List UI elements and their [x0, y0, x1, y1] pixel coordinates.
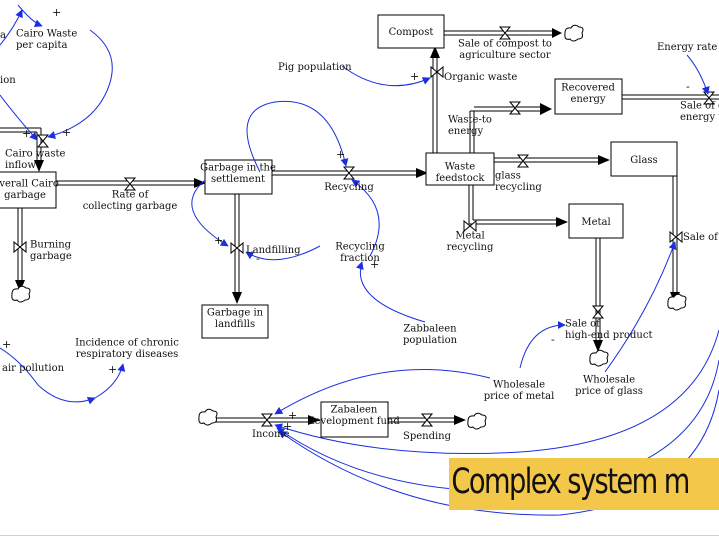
bottom-divider [0, 535, 719, 536]
polarity-plus: + [2, 338, 11, 351]
label-sale-of-energy: Sale of e...energy to th [680, 101, 719, 124]
polarity-minus: - [256, 252, 260, 265]
stock-overall-cairo-garbage [0, 171, 57, 209]
stock-garbage-in-landfills [201, 304, 269, 339]
polarity-plus: + [52, 6, 61, 19]
valves [13, 26, 716, 427]
label-glass: Glass [630, 155, 657, 166]
polarity-plus: + [370, 258, 379, 271]
label-air-pollution: air pollution [2, 363, 65, 374]
stock-boxes [0, 14, 678, 438]
label-metal: Metal [581, 217, 610, 228]
label-ion-fragment: ion [0, 75, 16, 86]
cloud-icon [589, 349, 609, 367]
stock-glass [610, 141, 678, 177]
polarity-minus: - [686, 80, 690, 93]
polarity-plus: + [62, 126, 71, 139]
stock-recovered-energy [554, 78, 623, 115]
label-compost: Compost [389, 27, 434, 38]
polarity-plus: + [288, 409, 297, 422]
clouds [11, 24, 687, 430]
label-energy-rate: Energy rate [657, 42, 717, 53]
label-recycling: Recycling [324, 182, 374, 193]
polarity-plus: + [22, 127, 31, 140]
label-pig-population: Pig population [278, 62, 352, 73]
polarity-plus: + [214, 234, 223, 247]
polarity-plus: + [410, 70, 419, 83]
caption-text: Complex system m [451, 462, 690, 502]
label-organic-waste: Organic waste [444, 72, 517, 83]
polarity-minus: - [551, 333, 555, 346]
causal-links [0, 4, 719, 516]
stock-waste-feedstock [425, 152, 495, 186]
stock-metal [568, 203, 624, 239]
stock-zabaleen-fund [320, 401, 389, 438]
cloud-icon [467, 412, 487, 430]
cloud-icon [11, 285, 31, 303]
caption-banner: Complex system m [449, 458, 719, 510]
cloud-icon [564, 24, 584, 42]
polarity-plus: + [283, 420, 292, 433]
polarity-signs: + + + + - + + - + + + - + + [2, 6, 690, 433]
cloud-icon [667, 293, 687, 311]
polarity-plus: + [108, 363, 117, 376]
flow-arrowheads [15, 28, 680, 425]
stock-compost [377, 14, 445, 49]
label-sale-of-glass: Sale of r [683, 232, 719, 243]
label-income: Income [252, 429, 289, 440]
stock-garbage-in-settlement [204, 159, 273, 195]
cloud-icon [198, 408, 218, 426]
label-spending: Spending [403, 431, 452, 442]
label-a-fragment: a [0, 30, 6, 41]
polarity-plus: + [336, 148, 345, 161]
label-landfilling: Landfilling [246, 245, 301, 256]
